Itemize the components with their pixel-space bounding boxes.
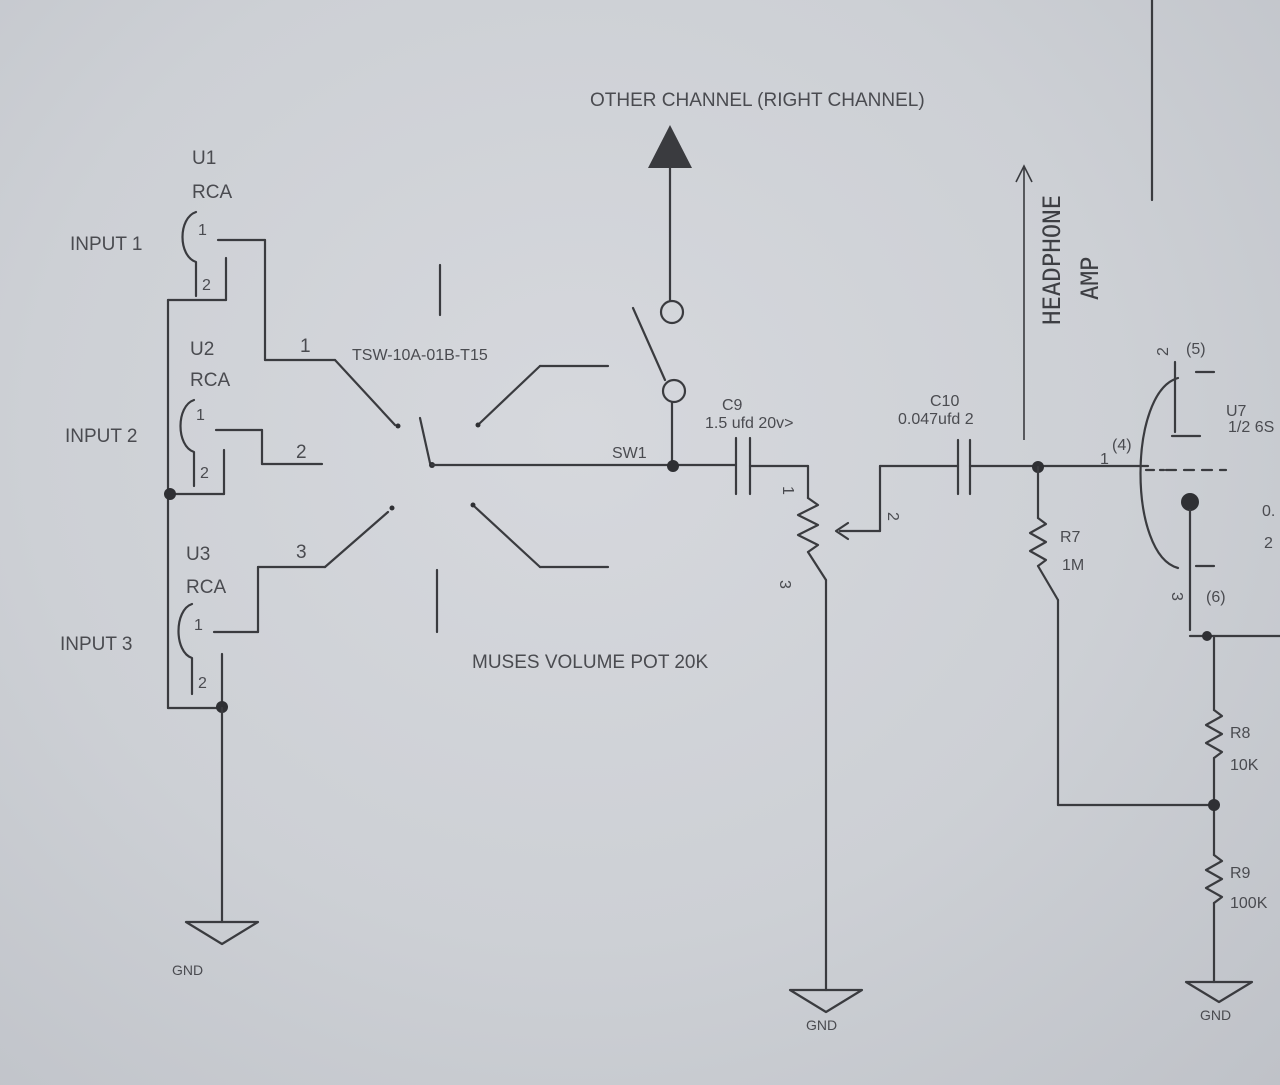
gnd-label: GND [172,962,203,978]
u3-label: U3 [186,544,210,565]
rca-jack-u2 [179,398,196,488]
switch-contact [661,378,687,404]
switch-contact [659,299,685,325]
input2-label: INPUT 2 [65,426,138,447]
tube-envelope [1139,376,1180,570]
gnd-label: GND [1200,1007,1231,1023]
wire [1036,564,1060,602]
amp-label: AMP [1076,257,1104,300]
switch-contact [395,423,401,429]
pot-pin1: 1 [779,486,796,495]
rca-jack-u1 [181,210,198,298]
switch-arm [473,505,542,569]
u1-label: U1 [192,148,216,169]
u3-pin2: 2 [198,675,207,692]
sw1-label: SW1 [612,445,647,462]
c9-value: 1.5 ufd 20v> [705,415,794,432]
u2-label: U2 [190,339,214,360]
u3-type: RCA [186,577,226,598]
r9-value: 100K [1230,895,1268,912]
sw-pin2: 2 [296,442,307,463]
u2-pin2: 2 [200,465,209,482]
c10-label: C10 [930,393,959,410]
resistor-r8 [1204,708,1224,760]
u1-pin2: 2 [202,277,211,294]
c10-value: 0.047ufd 2 [898,411,974,428]
tube-pin2: 2 [1155,347,1172,356]
r8-value: 10K [1230,757,1259,774]
switch-lever [631,306,667,382]
r8-label: R8 [1230,725,1251,742]
headphone-arrow [1015,164,1033,183]
input3-label: INPUT 3 [60,634,133,655]
other-channel-arrow [648,125,692,168]
switch-contact [389,505,395,511]
u3-pin1: 1 [194,617,203,634]
tube-pin4: (4) [1112,437,1132,454]
pot-label: MUSES VOLUME POT 20K [472,652,708,673]
u7-value: 1/2 6S [1228,419,1274,436]
ground-symbol [1184,980,1254,1004]
headphone-label: HEADPHONE [1038,195,1066,325]
pot-pin3: 3 [776,580,793,589]
pot-wiper-arrow [834,521,850,541]
u1-pin1: 1 [198,222,207,239]
junction-dot [1208,799,1220,811]
edge-value-2: 2 [1264,535,1273,552]
other-channel-label: OTHER CHANNEL (RIGHT CHANNEL) [590,90,925,111]
switch-wiper [418,416,432,465]
sw-pin3: 3 [296,542,307,563]
u1-type: RCA [192,182,232,203]
ground-symbol [184,920,260,946]
u2-type: RCA [190,370,230,391]
switch-arm [333,358,397,427]
r7-label: R7 [1060,529,1081,546]
tube-pin3: 3 [1168,592,1185,601]
tube-pin6: (6) [1206,589,1226,606]
switch-contact [475,422,481,428]
input1-label: INPUT 1 [70,234,143,255]
wire [806,550,828,582]
tube-pin1: 1 [1100,451,1109,468]
c9-label: C9 [722,397,743,414]
sw-pin1: 1 [300,336,311,357]
u2-pin1: 1 [196,407,205,424]
resistor-r9 [1204,853,1224,905]
rca-jack-u3 [177,602,194,696]
volume-pot-resistor [796,496,820,554]
switch-part-label: TSW-10A-01B-T15 [352,347,488,364]
tube-pin5: (5) [1186,341,1206,358]
junction-dot [164,488,176,500]
r9-label: R9 [1230,865,1251,882]
switch-arm [323,510,390,569]
resistor-r7 [1028,516,1048,568]
pot-pin2: 2 [884,512,901,521]
edge-value-1: 0. [1262,503,1275,520]
switch-contact [470,502,476,508]
r7-value: 1M [1062,557,1084,574]
junction-dot [1202,631,1212,641]
ground-symbol [788,988,864,1014]
gnd-label: GND [806,1017,837,1033]
u7-label: U7 [1226,403,1247,420]
tube-cathode [1181,493,1199,511]
switch-arm [478,364,542,425]
junction-dot [667,460,679,472]
